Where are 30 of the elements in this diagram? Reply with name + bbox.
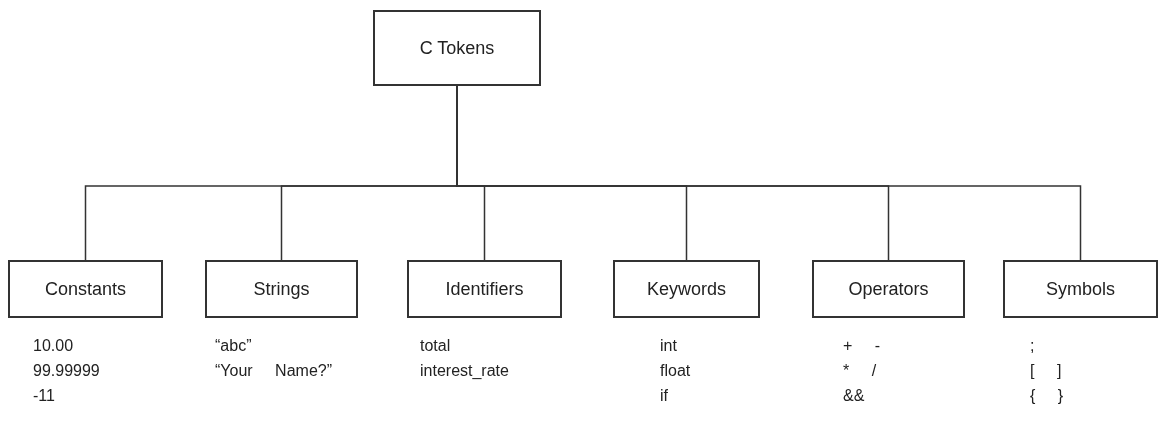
- example-text: float: [660, 361, 691, 381]
- example-text: total: [420, 336, 451, 356]
- example-text: -11: [33, 386, 55, 406]
- box-label: Symbols: [1046, 278, 1115, 300]
- box-label: C Tokens: [419, 37, 495, 59]
- example-text: “Your Name?”: [215, 361, 332, 381]
- category-box: [8, 260, 163, 318]
- example-text: + -: [843, 336, 881, 356]
- category-box: [205, 260, 358, 318]
- box-label: Constants: [44, 278, 126, 300]
- example-text: int: [660, 336, 677, 356]
- example-text: if: [660, 386, 668, 406]
- category-box: [613, 260, 760, 318]
- example-text: ;: [1030, 336, 1035, 356]
- category-box: [812, 260, 965, 318]
- box-label: Identifiers: [445, 278, 524, 300]
- example-text: * /: [843, 361, 877, 381]
- example-text: 10.00: [33, 336, 74, 356]
- category-box: [1003, 260, 1158, 318]
- example-text: “abc”: [215, 336, 252, 356]
- box-label: Keywords: [647, 278, 726, 300]
- box-label: Strings: [253, 278, 310, 300]
- box-label: Operators: [848, 278, 929, 300]
- example-text: &&: [843, 386, 865, 406]
- example-text: [ ]: [1030, 361, 1062, 381]
- category-box: [407, 260, 562, 318]
- root-box: [373, 10, 541, 86]
- example-text: 99.99999: [33, 361, 100, 381]
- example-text: interest_rate: [420, 361, 509, 381]
- example-text: { }: [1030, 386, 1064, 406]
